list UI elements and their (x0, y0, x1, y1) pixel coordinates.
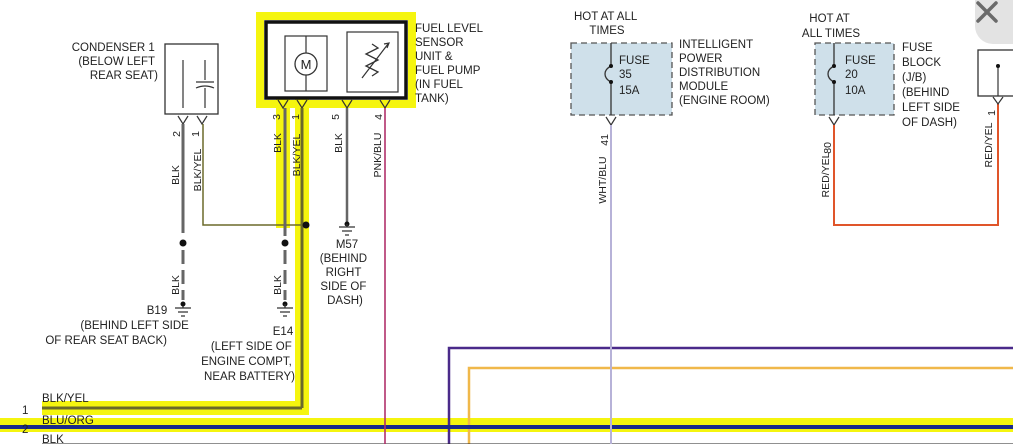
condenser-1: CONDENSER 1 (BELOW LEFT REAR SEAT) (72, 42, 219, 115)
close-button[interactable] (975, 0, 1013, 44)
ipdm-module: HOT AT ALL TIMES FUSE 35 15A INTELLIGENT… (570, 11, 770, 116)
wire-orange (467, 366, 1013, 444)
svg-text:(BEHIND LEFT SIDE OF REA: (BEHIND LEFT SIDE OF REAR SEAT BACK) (45, 320, 192, 347)
splice-dot (179, 239, 187, 247)
svg-text:INTELLIGENT POWER: INTELLIGENT POWER DISTRIBUTION MODULE (E… (679, 39, 770, 107)
svg-text:B19: B19 (147, 305, 167, 317)
variable-resistor-icon (364, 43, 380, 77)
pin-sensor-3: 3 (271, 114, 283, 120)
wire-label-sens4-pnkblu: PNK/BLU (372, 133, 384, 178)
svg-text:20: 20 (845, 69, 858, 81)
pin-sensor-4: 4 (373, 114, 385, 120)
svg-text:M57: M57 (336, 239, 358, 251)
svg-text:15A: 15A (619, 85, 640, 97)
wire-label-fuse-redyel: RED/YEL (820, 152, 832, 197)
pin-ipdm-41: 41 (599, 134, 611, 146)
splice-dot (281, 239, 289, 247)
condenser-label: CONDENSER 1 (BELOW LEFT REAR SEAT) (72, 42, 158, 82)
splice-dot (302, 221, 310, 229)
wire-label-cond-blk: BLK (170, 165, 182, 185)
wire-label-sens-blk: BLK (272, 133, 284, 153)
ground-e14: E14 (LEFT SIDE OF ENGINE COMPT, NEAR BAT… (201, 301, 295, 383)
condenser-connector (177, 115, 208, 126)
pin-sensor-1: 1 (290, 114, 302, 120)
svg-text:(LEFT SIDE OF ENGINE COM: (LEFT SIDE OF ENGINE COMPT, NEAR BATTERY… (201, 341, 295, 383)
wire-label-b19-blk: BLK (170, 275, 182, 295)
wire-label-sens-blkyel: BLK/YEL (291, 134, 303, 177)
bus-number-2: 2 (22, 424, 28, 436)
ground-b19: B19 (BEHIND LEFT SIDE OF REAR SEAT BACK) (45, 301, 192, 347)
fuel-sensor-unit: M FUEL LEVEL SENSOR UNIT & FUEL PUMP (IN… (264, 20, 486, 105)
svg-text:HOT AT ALL TIMES: HOT AT ALL TIMES (802, 13, 860, 40)
wire-label-whtblu: WHT/BLU (597, 156, 609, 203)
bus-label-3: BLK (42, 434, 64, 444)
svg-text:E14: E14 (273, 326, 294, 338)
wire-label-cond-blkyel: BLK/YEL (192, 149, 204, 192)
fuse-block-connector (828, 116, 840, 127)
pin-condenser-2: 2 (171, 131, 183, 137)
svg-text:FUSE: FUSE (845, 55, 876, 67)
pin-right-1: 1 (986, 110, 998, 116)
fuse-icon (827, 43, 835, 115)
wire-purple (447, 346, 1013, 444)
wire-label-e14-blk: BLK (272, 275, 284, 295)
wire-label-sens5-blk: BLK (333, 133, 345, 153)
svg-text:M: M (301, 57, 312, 72)
right-component-partial: 1 (977, 49, 1013, 116)
svg-text:(BEHIND RIGHT SIDE: (BEHIND RIGHT SIDE OF DASH) (320, 253, 370, 307)
fuse-icon (604, 43, 612, 115)
pin-condenser-1: 1 (190, 131, 202, 137)
svg-text:FUSE BLOCK (J/B): FUSE BLOCK (J/B) (BEHIND LEFT SIDE OF DA… (902, 42, 963, 129)
ipdm-connector (605, 116, 617, 127)
ground-m57: M57 (BEHIND RIGHT SIDE OF DASH) (320, 221, 370, 307)
close-icon (976, 1, 998, 23)
bus-label-2: BLU/ORG (42, 415, 94, 427)
wire-cond-blkyel (202, 124, 306, 226)
fuse-block: HOT AT ALL TIMES FUSE 20 10A FUSE BLOCK … (802, 13, 963, 129)
wire-label-right-redyel: RED/YEL (983, 122, 995, 167)
bus-label-1: BLK/YEL (42, 393, 89, 405)
bus-number-1: 1 (22, 405, 28, 417)
wire-redyel (833, 104, 999, 226)
fuel-sensor-label: FUEL LEVEL SENSOR UNIT & FUEL PUMP (IN F… (415, 23, 486, 105)
svg-text:35: 35 (619, 69, 632, 81)
pin-sensor-5: 5 (330, 114, 342, 120)
svg-text:HOT AT ALL TIMES: HOT AT ALL TIMES (574, 11, 640, 37)
svg-text:10A: 10A (845, 85, 866, 97)
pin-fuse-block-80: 80 (822, 142, 834, 154)
highlight-fuel-sensor (256, 12, 416, 108)
svg-text:FUSE: FUSE (619, 55, 650, 67)
